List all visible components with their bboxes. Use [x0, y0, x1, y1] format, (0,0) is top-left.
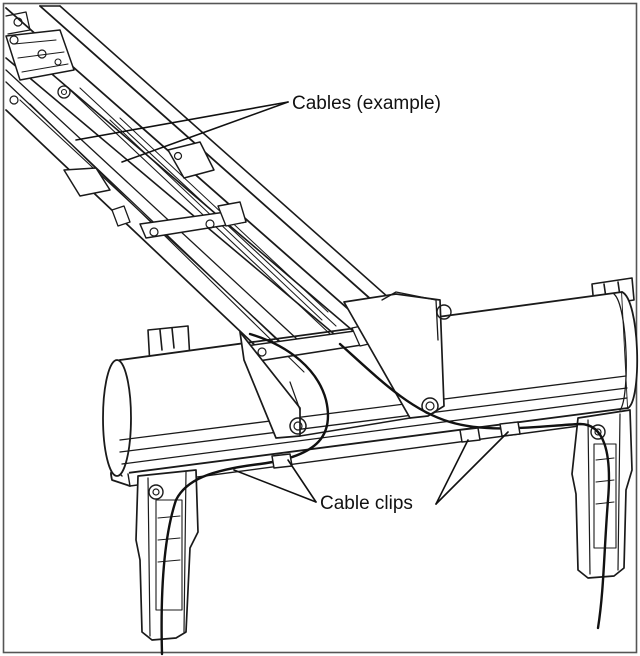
cables: [160, 332, 611, 656]
cable-clip-2: [459, 427, 481, 443]
cable-clip-3: [499, 421, 521, 437]
cable-clips: [271, 421, 521, 469]
label-cables-example: Cables (example): [292, 93, 441, 114]
leader-cables-2: [121, 101, 289, 163]
cross-beam: [102, 291, 639, 487]
boom-arm: [5, 5, 452, 439]
leader-clips-2: [287, 459, 317, 503]
label-cable-clips: Cable clips: [320, 493, 413, 514]
leg-right-front: [571, 409, 633, 579]
leader-cables-1: [75, 101, 289, 141]
leader-lines: [75, 101, 509, 505]
leg-left-front: [135, 469, 199, 641]
leader-clips-3: [435, 439, 469, 505]
leader-clips-1: [233, 469, 317, 503]
leader-clips-4: [435, 431, 509, 505]
